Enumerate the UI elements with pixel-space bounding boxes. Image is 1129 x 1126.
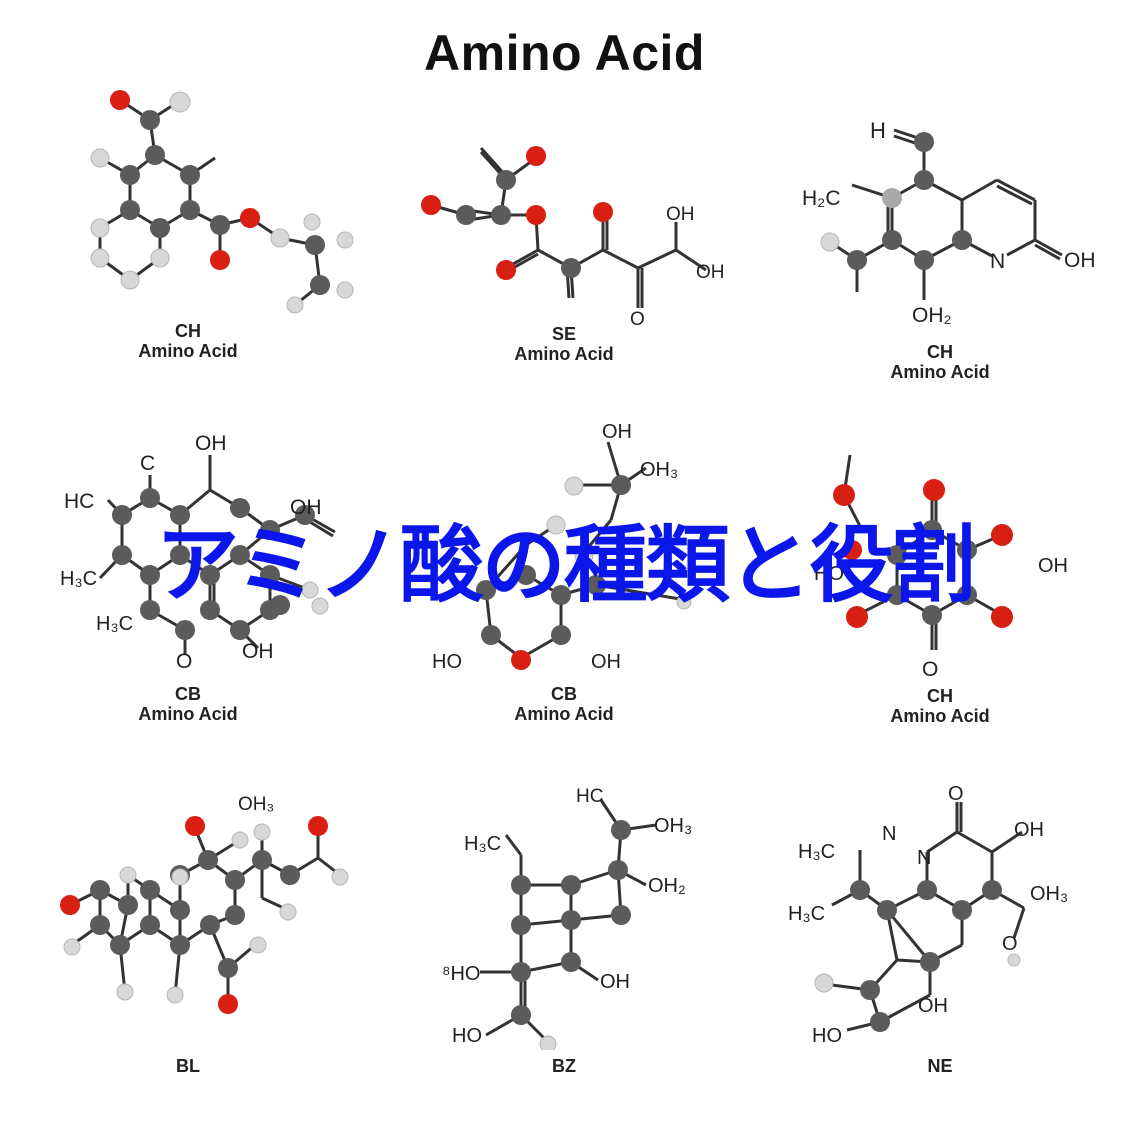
molecule-structure: H H₂C N OH OH₂ [802, 118, 1096, 327]
atom-label: H₃C [798, 841, 835, 863]
molecule-code: CB [175, 684, 201, 704]
molecule-subtitle: Amino Acid [138, 704, 238, 724]
atom-label: OH₂ [648, 875, 686, 897]
molecule-code: CB [551, 684, 577, 704]
molecule-caption: CB Amino Acid [0, 684, 376, 724]
molecule-structure: HC OH₃ H₃C OH₂ ⁸HO OH HO [442, 786, 692, 1050]
atom-label: OH₂ [912, 304, 952, 327]
atom-label: OH [666, 204, 695, 225]
atom-label: OH [290, 496, 322, 519]
atom-label: OH [918, 995, 948, 1017]
molecule-code: NE [927, 1056, 953, 1076]
atom-label: H₃C [788, 903, 825, 925]
molecule-structure: OH C HC OH H₃C H₃C O OH [60, 432, 336, 670]
atom-label: HC [64, 490, 94, 513]
molecule-structure: HO OH O [814, 454, 1068, 680]
atom-label: OH₃ [654, 815, 692, 837]
molecule-subtitle: Amino Acid [138, 341, 238, 361]
atom-label: HO [814, 563, 844, 585]
atom-label: HC [576, 786, 603, 807]
atom-label: OH₃ [1030, 883, 1068, 905]
molecule-structure: OH₃ [60, 794, 349, 1014]
molecule-caption: SE Amino Acid [376, 324, 752, 364]
molecule-structure: OH OH₃ HO OH [432, 421, 692, 670]
molecule-card: HO OH O CH Amino Acid [752, 420, 1128, 766]
atom-label: OH [1014, 819, 1044, 841]
molecule-code: BL [176, 1056, 200, 1076]
atom-label: HO [452, 1025, 482, 1047]
molecule-code: CH [927, 342, 953, 362]
overlay-heading: アミノ酸の種類と役割 [155, 516, 975, 614]
molecule-caption: BZ [376, 1056, 752, 1076]
molecule-caption: CH Amino Acid [0, 321, 376, 361]
molecule-structure [90, 90, 354, 314]
molecule-card: OH C HC OH H₃C H₃C O OH CB Amino Acid [0, 420, 376, 766]
molecule-structure: OH OH O [421, 146, 725, 326]
atom-label: N [917, 847, 931, 869]
atom-label: OH [1038, 555, 1068, 577]
atom-label: N [882, 823, 896, 845]
atom-label: HO [812, 1025, 842, 1047]
atom-label: OH [696, 262, 725, 283]
atom-label: O [630, 309, 645, 326]
molecule-card: CH Amino Acid [0, 80, 376, 426]
atom-label: O [176, 650, 192, 670]
molecule-code: SE [551, 324, 576, 344]
atom-label: O [948, 783, 964, 805]
molecule-card: HC OH₃ H₃C OH₂ ⁸HO OH HO BZ [376, 780, 752, 1126]
molecule-code: BZ [552, 1056, 576, 1076]
atom-label: H₃C [96, 613, 133, 635]
molecule-subtitle: Amino Acid [514, 704, 614, 724]
atom-label: OH [242, 640, 274, 663]
atom-label: OH [591, 651, 621, 670]
atom-label: C [140, 452, 155, 475]
atom-label: H₃C [464, 833, 501, 855]
molecule-card: H H₂C N OH OH₂ CH Amino Acid [752, 80, 1128, 426]
atom-label: ⁸HO [442, 963, 480, 985]
atom-label: O [1002, 933, 1018, 955]
atom-label: OH₃ [238, 794, 274, 815]
molecule-caption: CH Amino Acid [752, 342, 1128, 382]
atom-label: O [922, 658, 938, 680]
atom-label: OH [600, 971, 630, 993]
molecule-card: OH OH O SE Amino Acid [376, 80, 752, 426]
page-title: Amino Acid [424, 25, 705, 81]
molecule-caption: CB Amino Acid [376, 684, 752, 724]
atom-label: OH₃ [640, 459, 678, 481]
molecule-subtitle: Amino Acid [890, 706, 990, 726]
molecule-code: CH [175, 321, 201, 341]
molecule-caption: BL [0, 1056, 376, 1076]
molecule-code: CH [927, 686, 953, 706]
atom-label: N [990, 250, 1005, 273]
molecule-card: O OH H₃C N N H₃C OH₃ O OH HO NE [752, 780, 1128, 1126]
molecule-caption: NE [752, 1056, 1128, 1076]
atom-label: OH [1064, 249, 1096, 272]
molecule-card: OH₃ BL [0, 780, 376, 1126]
molecule-structure: O OH H₃C N N H₃C OH₃ O OH HO [788, 783, 1068, 1047]
atom-label: H₃C [60, 568, 97, 590]
molecule-caption: CH Amino Acid [752, 686, 1128, 726]
molecule-subtitle: Amino Acid [514, 344, 614, 364]
atom-label: H₂C [802, 187, 840, 210]
atom-label: OH [602, 421, 632, 443]
atom-label: OH [195, 432, 227, 455]
atom-label: HO [432, 651, 462, 670]
atom-label: H [870, 118, 886, 143]
molecule-card: OH OH₃ HO OH CB Amino Acid [376, 420, 752, 766]
molecule-subtitle: Amino Acid [890, 362, 990, 382]
